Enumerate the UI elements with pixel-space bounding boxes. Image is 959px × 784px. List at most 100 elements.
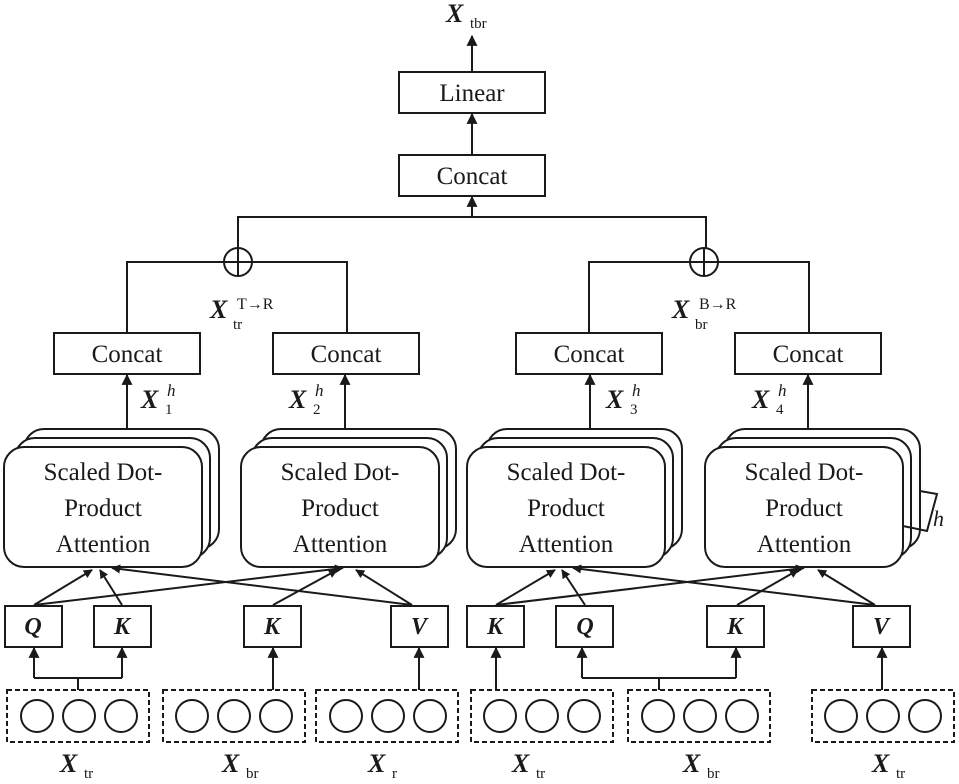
head-concat-4: Concat X 4 h — [734, 332, 882, 434]
token-circle — [329, 699, 363, 733]
heads-bracket — [902, 490, 939, 533]
token-circle — [217, 699, 251, 733]
projection-box — [93, 605, 152, 648]
projection-label: V — [873, 614, 891, 640]
head-concat-label: Concat — [92, 341, 163, 368]
attention-stack-2: Scaled Dot- Product Attention — [240, 428, 457, 568]
attention-label-line2: Product — [64, 495, 142, 522]
arrow-k-to-att3 — [495, 569, 556, 606]
output-subscript: tbr — [470, 16, 487, 32]
head-superscript: h — [167, 381, 176, 400]
top-concat-box — [398, 154, 546, 197]
head-concat-label: Concat — [311, 341, 382, 368]
arrow-v-to-att3 — [572, 564, 876, 606]
token-circle — [371, 699, 405, 733]
input-group-4: X tr — [470, 689, 614, 782]
fusion-left-superscript: T→R — [237, 296, 274, 313]
projection-v-2: V — [852, 605, 911, 648]
arrow-k-to-att1 — [99, 569, 123, 606]
input-subscript: tr — [896, 766, 905, 782]
input-group-frame — [811, 689, 955, 743]
attention-inputs-right — [495, 564, 876, 606]
token-circle — [824, 699, 858, 733]
heads-count-label: h — [933, 506, 944, 531]
head-concat-2: Concat X 2 h — [272, 332, 420, 434]
head-concat-box — [53, 332, 201, 375]
head-symbol: X — [288, 385, 307, 414]
arrow-v-to-att1 — [111, 564, 413, 606]
head-concat-box — [734, 332, 882, 375]
token-circle — [175, 699, 209, 733]
top-concat-label: Concat — [437, 163, 508, 190]
projection-v-1: V — [390, 605, 449, 648]
top-concat-block: Concat — [398, 154, 546, 197]
attention-stack-1: Scaled Dot- Product Attention — [3, 428, 220, 568]
token-circle — [567, 699, 601, 733]
token-circle — [725, 699, 759, 733]
merge-connector — [237, 216, 707, 257]
head-symbol: X — [751, 385, 770, 414]
input-group-5: X br — [627, 689, 771, 782]
input-subscript: br — [246, 766, 259, 782]
projection-label: K — [263, 614, 282, 640]
head-concat-box — [272, 332, 420, 375]
attention-label-line1: Scaled Dot- — [281, 459, 400, 486]
arrow-k-to-att4 — [495, 564, 805, 606]
input-subscript: br — [707, 766, 720, 782]
attention-label-line3: Attention — [757, 531, 852, 558]
token-circle — [20, 699, 54, 733]
token-circle — [483, 699, 517, 733]
token-circle — [866, 699, 900, 733]
projection-box — [706, 605, 765, 648]
token-circle — [641, 699, 675, 733]
token-circle — [62, 699, 96, 733]
input-connectors — [28, 646, 888, 690]
input-symbol: X — [221, 749, 240, 778]
input-subscript: tr — [84, 766, 93, 782]
input-group-3: X r — [315, 689, 459, 782]
projection-label: Q — [24, 614, 41, 640]
head-subscript: 4 — [776, 402, 784, 418]
input-subscript: r — [392, 766, 397, 782]
projection-k-3: K — [466, 605, 525, 648]
head-superscript: h — [632, 381, 641, 400]
input-group-frame — [315, 689, 459, 743]
attention-inputs-left — [33, 564, 413, 606]
fusion-right-superscript: B→R — [699, 296, 737, 313]
arrow-v-to-att4 — [817, 569, 876, 606]
arrow-k-to-att2 — [272, 569, 338, 606]
attention-label-line3: Attention — [56, 531, 151, 558]
input-symbol: X — [682, 749, 701, 778]
projection-box — [390, 605, 449, 648]
projection-k-2: K — [243, 605, 302, 648]
head-subscript: 2 — [313, 402, 321, 418]
attention-label-line1: Scaled Dot- — [745, 459, 864, 486]
input-group-6: X tr — [811, 689, 955, 782]
attention-label-line1: Scaled Dot- — [507, 459, 626, 486]
projection-q-2: Q — [555, 605, 614, 648]
head-superscript: h — [778, 381, 787, 400]
input-group-2: X br — [162, 689, 306, 782]
token-circle — [413, 699, 447, 733]
arrow-q-to-att2 — [33, 564, 344, 606]
projection-label: K — [486, 614, 505, 640]
projection-box — [243, 605, 302, 648]
projection-label: K — [726, 614, 745, 640]
fusion-left-subscript: tr — [233, 317, 242, 333]
input-subscript: tr — [536, 766, 545, 782]
fusion-left-symbol: X — [209, 295, 228, 324]
token-circle — [908, 699, 942, 733]
connector-xtr-split — [34, 677, 122, 690]
input-group-1: X tr — [6, 689, 150, 782]
projection-box — [555, 605, 614, 648]
attention-layer-front — [3, 446, 203, 568]
input-group-frame — [470, 689, 614, 743]
linear-block: Linear — [398, 71, 546, 114]
arrow-v-to-att2 — [355, 569, 413, 606]
fusion-right-symbol: X — [671, 295, 690, 324]
projection-k-1: K — [93, 605, 152, 648]
head-symbol: X — [605, 385, 624, 414]
attention-layer-front — [466, 446, 666, 568]
fusion-right: X br B→R — [588, 247, 810, 334]
input-symbol: X — [511, 749, 530, 778]
